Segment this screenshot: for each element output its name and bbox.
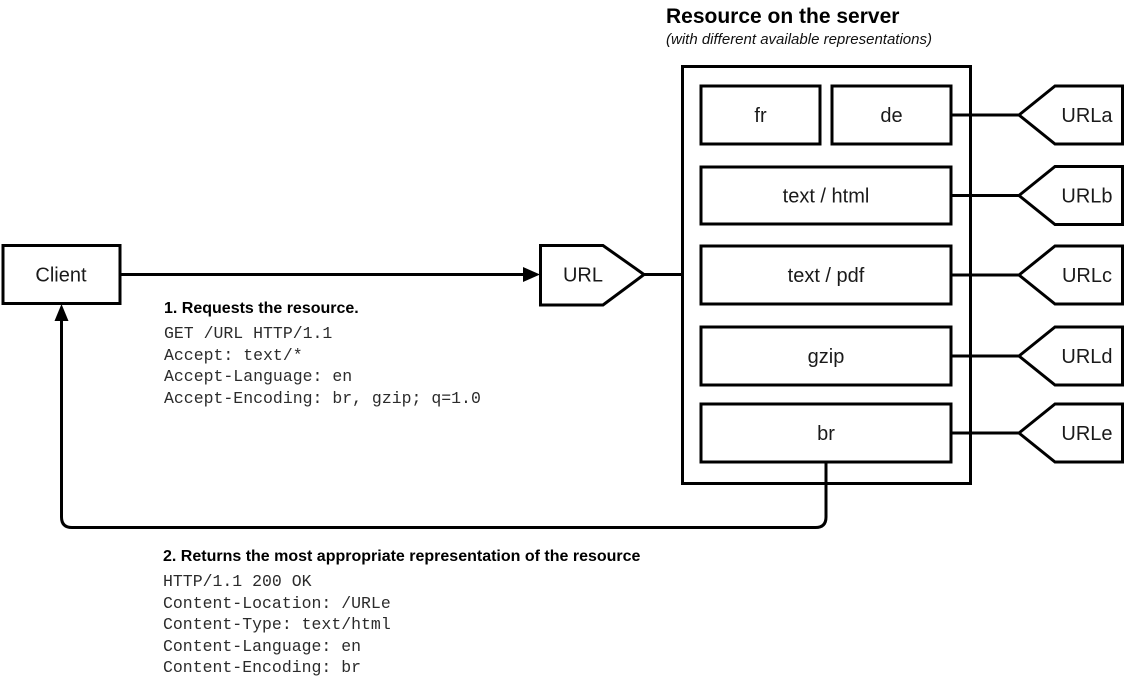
response-line: Content-Location: /URLe [163, 593, 391, 613]
representation-box-br [699, 402, 953, 464]
arrowhead-right-icon [523, 267, 540, 282]
representation-label-br: br [817, 423, 835, 445]
client-box [1, 244, 122, 305]
url-tag-shape-b [1016, 165, 1124, 226]
client-label: Client [35, 265, 87, 287]
representation-box-text-pdf [699, 244, 953, 306]
url-tag-shape-a [1016, 84, 1124, 146]
representation-box-de [830, 84, 953, 146]
url-tag-label-c: URLc [1062, 265, 1112, 287]
representation-label-fr: fr [754, 105, 767, 127]
url-node-shape [539, 244, 647, 307]
url-tag-label-e: URLe [1061, 423, 1112, 445]
representation-label-de: de [880, 105, 902, 127]
url-tag-label-a: URLa [1061, 105, 1113, 127]
request-heading: 1. Requests the resource. [164, 300, 359, 317]
url-tag-shape-e [1016, 402, 1124, 464]
representation-box-gzip [699, 325, 953, 387]
request-line: GET /URL HTTP/1.1 [164, 324, 333, 343]
server-subtitle: (with different available representation… [666, 31, 932, 48]
url-tag-label-b: URLb [1061, 186, 1112, 208]
url-tag-shape-c [1016, 244, 1124, 306]
request-line: Accept-Language: en [164, 367, 353, 386]
response-line: Content-Encoding: br [163, 658, 362, 677]
representation-label-text-pdf: text / pdf [788, 265, 865, 287]
arrowhead-up-icon [54, 304, 69, 321]
response-line: Content-Type: text/html [163, 615, 391, 634]
response-line: HTTP/1.1 200 OK [163, 572, 312, 591]
request-line: Accept: text/* [164, 345, 303, 365]
url-node-label: URL [563, 265, 603, 287]
url-tag-label-d: URLd [1061, 346, 1112, 368]
response-heading: 2. Returns the most appropriate represen… [163, 548, 641, 565]
representation-label-gzip: gzip [808, 346, 845, 368]
response-line: Content-Language: en [163, 636, 362, 656]
response-note: 2. Returns the most appropriate represen… [163, 547, 640, 679]
server-title-block: Resource on the server (with different a… [666, 5, 932, 48]
representation-label-text-html: text / html [783, 186, 870, 208]
request-line: Accept-Encoding: br, gzip; q=1.0 [164, 388, 481, 408]
representation-box-text-html [699, 165, 953, 226]
url-tag-shape-d [1016, 325, 1124, 387]
server-title: Resource on the server [666, 5, 900, 28]
representation-box-fr [699, 84, 822, 146]
request-note: 1. Requests the resource. GET /URL HTTP/… [164, 299, 481, 409]
response-return-path [60, 308, 828, 529]
